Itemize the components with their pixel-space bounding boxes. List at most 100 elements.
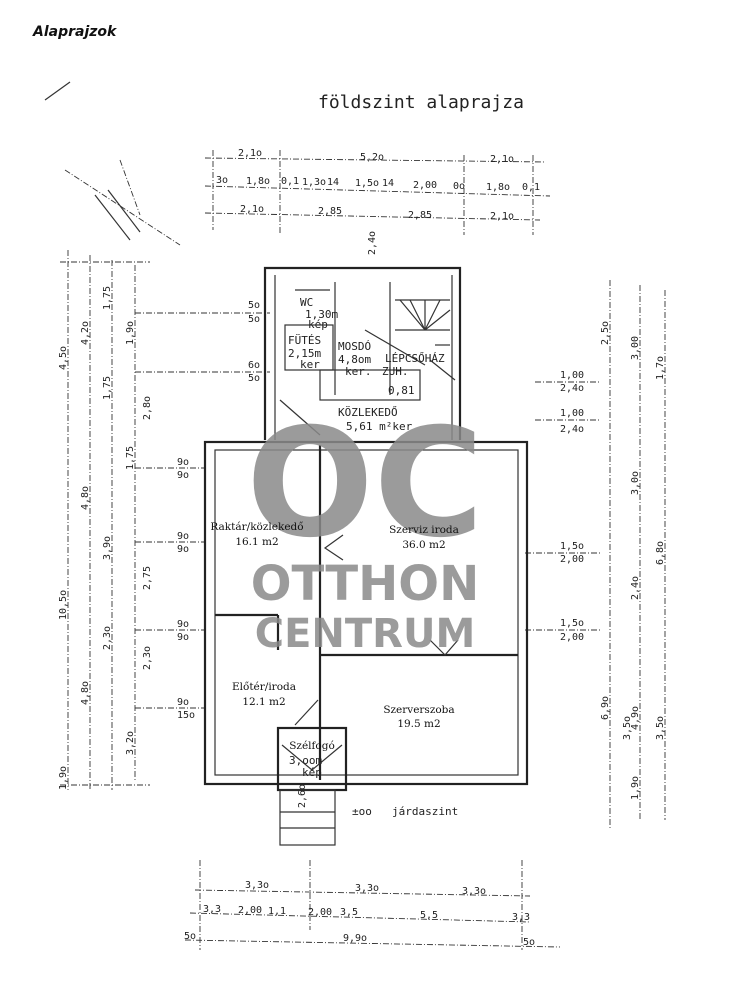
dim-bottom2-0: 3,3 bbox=[203, 904, 221, 915]
page-heading: Alaprajzok bbox=[33, 24, 117, 40]
dim-top2-7: 2,00 bbox=[413, 180, 437, 191]
dim-right-vert-0: 2,5o bbox=[600, 321, 611, 345]
dim-top2-3: 1,3o bbox=[302, 177, 326, 188]
dim-right-inner-2: 1,00 bbox=[560, 408, 584, 419]
dim-right-vert-4: 6,8o bbox=[655, 541, 666, 565]
dim-right-inner-3: 2,4o bbox=[560, 424, 584, 435]
dim-right-vert-3: 3,0o bbox=[630, 471, 641, 495]
dim-left-vert-8: 3,9o bbox=[102, 536, 113, 560]
room-mosdo-name: MOSDÓ bbox=[338, 340, 371, 353]
dim-left-vert-14: 3,2o bbox=[125, 731, 136, 755]
dim-left-inner-2: 6o bbox=[248, 360, 260, 371]
dim-bottom2-2: 1,1 bbox=[268, 906, 286, 917]
room-mosdo-area: 4,8om bbox=[338, 353, 371, 366]
dim-left-inner-7: 9o bbox=[177, 544, 189, 555]
level-note-a: ±oo bbox=[352, 805, 372, 818]
dim-left-vert-11: 2,3o bbox=[102, 626, 113, 650]
room-szelfogo-area: 3,oom bbox=[289, 754, 322, 767]
dim-left-inner-9: 9o bbox=[177, 632, 189, 643]
room-wc-area: 1,30m bbox=[305, 308, 338, 321]
dim-top3-2: 2,85 bbox=[408, 210, 432, 221]
room-szerverszoba-area: 19.5 m2 bbox=[397, 718, 440, 730]
watermark-line2: CENTRUM bbox=[255, 611, 476, 657]
dim-bottom3-2: 5o bbox=[523, 937, 535, 948]
dim-bottom3-1: 9,9o bbox=[343, 933, 367, 944]
watermark-line1: OTTHON bbox=[251, 556, 480, 612]
dim-bottom1-0: 3,3o bbox=[245, 880, 269, 891]
room-eloter-name: Előtér/iroda bbox=[232, 680, 296, 693]
dim-left-vert-10: 10,5o bbox=[58, 590, 69, 620]
dim-top3-1: 2,85 bbox=[318, 206, 342, 217]
bottom-dimensions: 3,3o 3,3o 3,3o 3,3 2,00 1,1 2,00 3,5 5,5… bbox=[184, 860, 561, 950]
dim-left-vert-13: 4,8o bbox=[80, 681, 91, 705]
dim-bottom3-0: 5o bbox=[184, 931, 196, 942]
room-kozlekedo-name: KÖZLEKEDŐ bbox=[338, 405, 398, 419]
dim-bottom2-1: 2,00 bbox=[238, 905, 262, 916]
dim-left-vert-12: 2,3o bbox=[142, 646, 153, 670]
room-mosdo-unit: ker. bbox=[345, 365, 372, 378]
room-zuh-area: 0,81 bbox=[388, 384, 415, 397]
dim-right-vert-5: 2,4o bbox=[630, 576, 641, 600]
upper-room-labels: WC 1,30m kép FÜTÉS 2,15m ker MOSDÓ 4,8om… bbox=[288, 296, 445, 433]
dim-top2-4: 14 bbox=[327, 177, 339, 188]
dim-left-inner-4: 9o bbox=[177, 457, 189, 468]
dim-left-inner-10: 9o bbox=[177, 697, 189, 708]
dim-left-inner-8: 9o bbox=[177, 619, 189, 630]
dim-right-vert-2: 1,7o bbox=[655, 356, 666, 380]
dim-left-inner-6: 9o bbox=[177, 531, 189, 542]
dim-right-inner-0: 1,00 bbox=[560, 370, 584, 381]
dim-right-vert-8: 3,5o bbox=[622, 716, 633, 740]
room-wc-name: WC bbox=[300, 296, 313, 309]
dim-right-vert-7: 4,9o bbox=[630, 706, 641, 730]
room-futes-unit: ker bbox=[300, 358, 320, 371]
level-note-b: járdaszint bbox=[392, 805, 458, 818]
door-swings bbox=[281, 534, 459, 771]
room-szelfogo-unit: kép bbox=[302, 766, 322, 779]
room-eloter-area: 12.1 m2 bbox=[242, 696, 285, 708]
dim-stair-1: 2,6o bbox=[297, 784, 308, 808]
dim-top2-2: 0,1 bbox=[281, 176, 299, 187]
building-walls bbox=[203, 266, 529, 846]
dim-top1-2: 2,1o bbox=[490, 154, 514, 165]
dim-left-vert-2: 1,75 bbox=[102, 286, 113, 310]
watermark: OC OTTHON CENTRUM bbox=[246, 397, 484, 657]
room-wc-unit: kép bbox=[308, 318, 328, 331]
dim-right-inner-1: 2,4o bbox=[560, 383, 584, 394]
dim-stair-0: 2,4o bbox=[367, 231, 378, 255]
dim-top1-1: 5,2o bbox=[360, 152, 384, 163]
room-futes-area: 2,15m bbox=[288, 347, 321, 360]
dim-right-inner-5: 2,00 bbox=[560, 554, 584, 565]
top-dimensions: 2,1o 5,2o 2,1o 3o 1,8o 0,1 1,3o 14 1,5o … bbox=[204, 148, 551, 255]
room-raktar-area: 16.1 m2 bbox=[235, 536, 278, 548]
room-raktar-name: Raktár/közlekedő bbox=[210, 520, 303, 533]
right-dimensions: 1,00 2,4o 1,00 2,4o 1,5o 2,00 1,5o 2,00 … bbox=[525, 280, 666, 830]
staircase bbox=[364, 299, 456, 381]
dim-left-vert-6: 4,8o bbox=[80, 486, 91, 510]
dim-left-inner-0: 5o bbox=[248, 300, 260, 311]
dim-top2-5: 1,5o bbox=[355, 178, 379, 189]
dim-right-inner-7: 2,00 bbox=[560, 632, 584, 643]
dim-top1-0: 2,1o bbox=[238, 148, 262, 159]
dim-left-vert-4: 2,8o bbox=[142, 396, 153, 420]
dim-bottom2-4: 3,5 bbox=[340, 907, 358, 918]
dim-top3-0: 2,1o bbox=[240, 204, 264, 215]
dim-bottom2-3: 2,00 bbox=[308, 907, 332, 918]
dim-left-vert-3: 1,9o bbox=[125, 321, 136, 345]
dim-left-vert-1: 4,2o bbox=[80, 321, 91, 345]
room-zuh-name: ZUH. bbox=[382, 365, 409, 378]
watermark-logo: OC bbox=[246, 397, 484, 571]
dim-bottom1-2: 3,3o bbox=[462, 886, 486, 897]
room-futes-name: FÜTÉS bbox=[288, 334, 321, 347]
room-szelfogo-name: Szélfogó bbox=[289, 740, 335, 752]
dim-left-inner-3: 5o bbox=[248, 373, 260, 384]
room-szerviz-name: Szerviz iroda bbox=[389, 524, 459, 536]
dim-left-vert-0: 4,5o bbox=[58, 346, 69, 370]
dim-right-inner-4: 1,5o bbox=[560, 541, 584, 552]
dim-left-inner-11: 15o bbox=[177, 710, 195, 721]
dim-left-inner-5: 9o bbox=[177, 470, 189, 481]
dim-left-vert-5: 1,75 bbox=[102, 376, 113, 400]
dim-top2-0: 3o bbox=[216, 175, 228, 186]
dim-top2-8: 0o bbox=[453, 181, 465, 192]
room-szerverszoba-name: Szerverszoba bbox=[383, 704, 454, 716]
dim-top2-9: 1,8o bbox=[486, 182, 510, 193]
